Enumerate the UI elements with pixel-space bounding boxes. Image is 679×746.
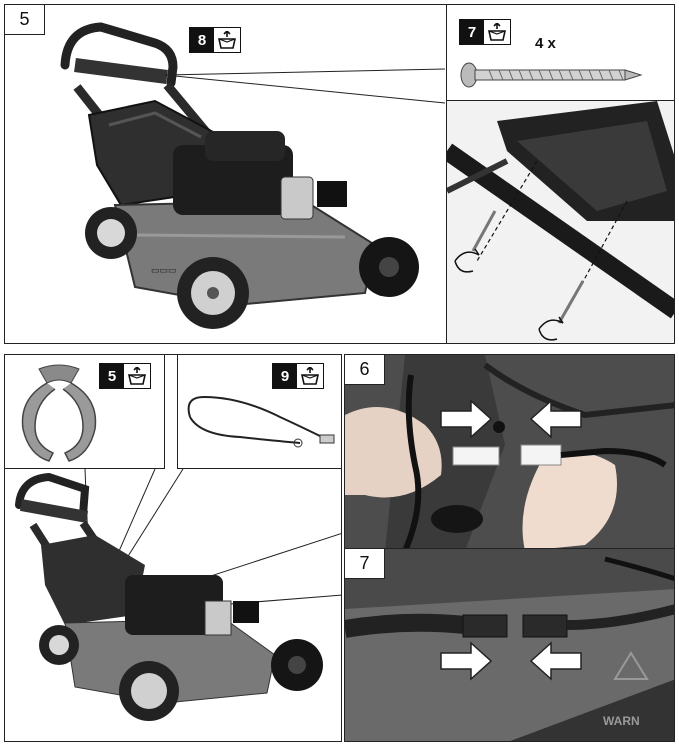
lawn-mower-illustration: ▭▭▭ [60,22,446,329]
lawn-mower-overview-illustration [15,468,341,721]
part-number: 8 [190,28,214,52]
arrow-left-icon [529,399,582,439]
handle-attachment-illustration [447,101,674,341]
part-badge-8: 8 [189,27,241,53]
step-6-photo: 6 [344,354,675,550]
step-5-panel: 5 ▭▭▭ 8 [4,4,450,344]
parts-overview-panel: 5 9 [4,354,342,742]
part-badge-9: 9 [272,363,324,389]
warning-label: WARN [603,714,640,728]
handle-screw-detail-photo [446,100,675,344]
part-badge-7: 7 [459,19,511,45]
cable-icon [187,395,335,448]
part-number: 7 [460,20,484,44]
step-number: 6 [345,355,385,385]
step-7-photo: WARN 7 [344,548,675,742]
rotate-arrow-icon [538,316,564,341]
rotate-arrow-icon [454,248,480,273]
screw-parts-panel: 7 4 x [446,4,675,102]
svg-text:▭▭▭: ▭▭▭ [151,265,177,275]
cable-clip-inset: 5 [5,355,165,469]
cable-inset: 9 [177,355,341,469]
screw-quantity: 4 x [535,35,556,52]
parts-box-icon [484,20,510,44]
parts-box-icon [297,364,323,388]
cable-connection-illustration: WARN [345,549,674,741]
screw-icon [460,62,643,88]
arrow-right-icon [440,399,493,439]
part-number: 9 [273,364,297,388]
part-badge-5: 5 [99,363,151,389]
part-number: 5 [100,364,124,388]
warning-triangle-icon [613,651,649,680]
arrow-left-icon [529,641,582,681]
plug-connection-illustration [345,355,674,549]
cable-clip-icon [21,364,97,462]
arrow-right-icon [440,641,493,681]
step-number: 5 [5,5,45,35]
step-number: 7 [345,549,385,579]
parts-box-icon [124,364,150,388]
parts-box-icon [214,28,240,52]
